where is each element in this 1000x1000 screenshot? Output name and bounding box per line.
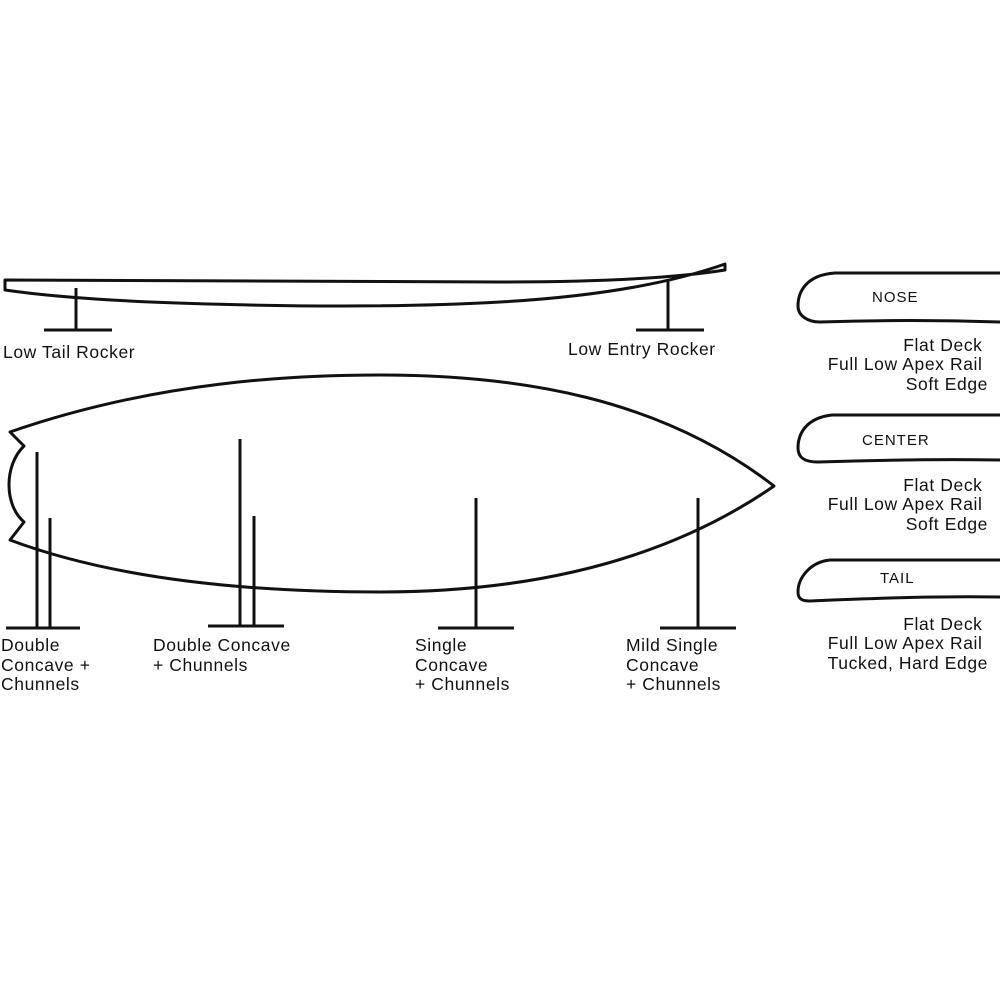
bottom-label-4: Mild Single Concave + Chunnels xyxy=(626,635,724,694)
tail-rocker-label: Low Tail Rocker xyxy=(3,342,135,362)
tail-rocker-marker xyxy=(44,288,112,332)
bottom-label-1: Double Concave + Chunnels xyxy=(1,635,96,694)
bottom-label-2: Double Concave + Chunnels xyxy=(153,635,296,675)
bottom-marker-double-concave-chunnels-tail xyxy=(6,452,80,630)
board-side-profile xyxy=(3,262,727,308)
board-outline xyxy=(7,373,776,594)
center-rail-shape xyxy=(796,413,1000,464)
tail-rail-shape xyxy=(796,558,1000,603)
nose-section-spec: Flat Deck Full Low Apex Rail Soft Edge xyxy=(828,335,988,394)
rail-section-center: CENTER Flat Deck Full Low Apex Rail Soft… xyxy=(796,413,1000,534)
entry-rocker-marker xyxy=(636,279,704,332)
rail-sections: NOSE Flat Deck Full Low Apex Rail Soft E… xyxy=(796,271,1000,673)
center-section-title: CENTER xyxy=(862,432,930,449)
rocker-profile: Low Tail Rocker Low Entry Rocker xyxy=(3,262,727,362)
bottom-marker-mild-single-concave xyxy=(660,498,736,630)
bottom-marker-double-concave-chunnels xyxy=(208,439,284,628)
entry-rocker-label: Low Entry Rocker xyxy=(568,339,716,359)
rail-section-nose: NOSE Flat Deck Full Low Apex Rail Soft E… xyxy=(796,271,1000,394)
board-planform: Double Concave + Chunnels Double Concave… xyxy=(1,373,776,694)
bottom-label-3: Single Concave + Chunnels xyxy=(415,635,510,694)
tail-section-spec: Flat Deck Full Low Apex Rail Tucked, Har… xyxy=(828,614,988,673)
bottom-marker-single-concave xyxy=(438,498,514,630)
nose-section-title: NOSE xyxy=(872,289,919,306)
nose-rail-shape xyxy=(796,271,1000,324)
tail-section-title: TAIL xyxy=(880,570,915,587)
rail-section-tail: TAIL Flat Deck Full Low Apex Rail Tucked… xyxy=(796,558,1000,673)
center-section-spec: Flat Deck Full Low Apex Rail Soft Edge xyxy=(828,475,988,534)
